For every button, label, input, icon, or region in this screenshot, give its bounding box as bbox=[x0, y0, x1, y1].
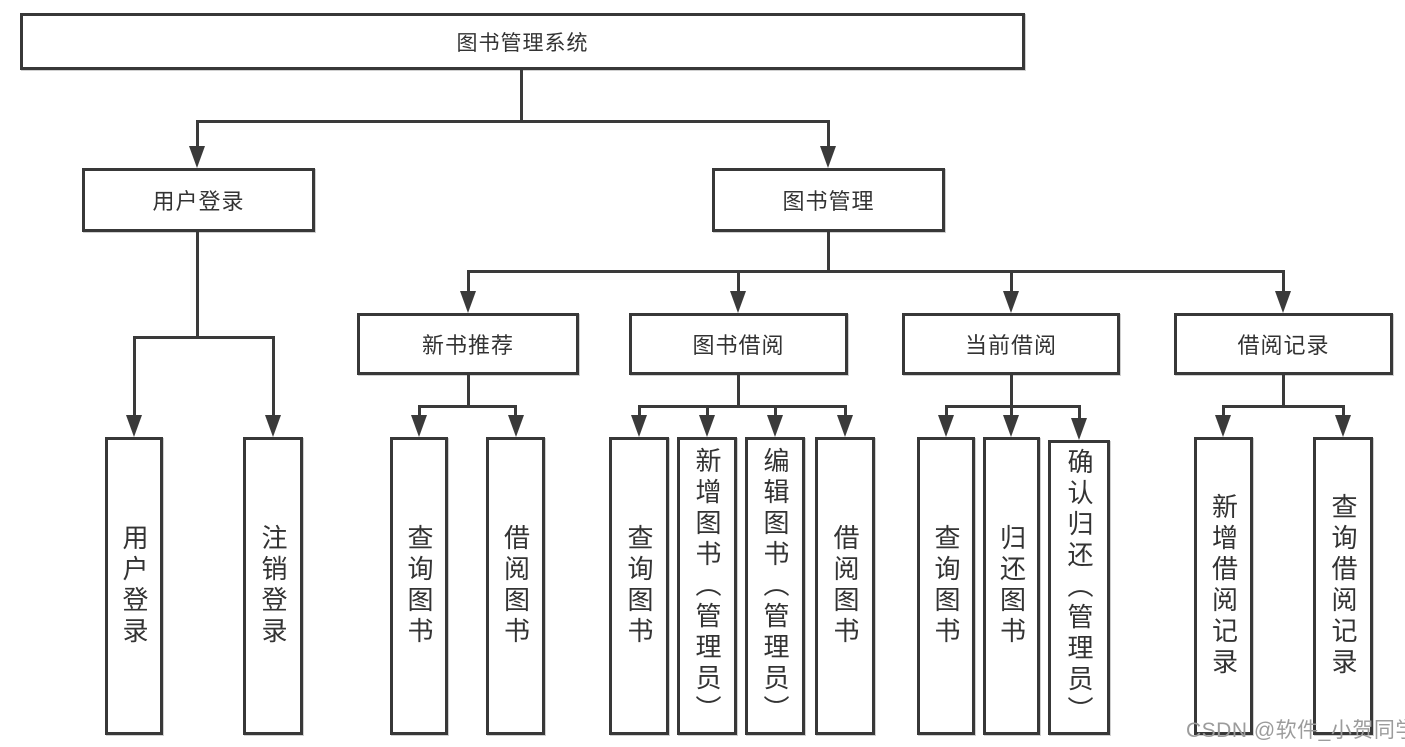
connector-line bbox=[133, 336, 136, 417]
connector-line bbox=[827, 120, 830, 149]
connector-line bbox=[737, 270, 740, 294]
arrow-down-icon bbox=[820, 146, 836, 168]
connector-line bbox=[1010, 375, 1013, 408]
connector-line bbox=[1010, 270, 1013, 294]
leaf-label: 查询图书 bbox=[624, 524, 654, 648]
connector-line bbox=[196, 120, 830, 123]
leaf-cb-return-books: 归还图书 bbox=[983, 437, 1040, 735]
arrow-down-icon bbox=[1215, 415, 1231, 437]
leaf-cb-query-books: 查询图书 bbox=[917, 437, 975, 735]
connector-line bbox=[844, 405, 847, 418]
connector-line bbox=[1010, 405, 1013, 418]
leaf-label: 新增图书（管理员） bbox=[692, 446, 722, 726]
node-borrowing-records: 借阅记录 bbox=[1174, 313, 1393, 375]
node-label: 借阅记录 bbox=[1237, 333, 1330, 358]
leaf-br-add-record: 新增借阅记录 bbox=[1194, 437, 1253, 735]
arrow-down-icon bbox=[265, 415, 281, 437]
connector-line bbox=[1222, 405, 1225, 418]
leaf-bb-edit-books-admin: 编辑图书（管理员） bbox=[745, 437, 805, 735]
node-label: 图书借阅 bbox=[692, 333, 785, 358]
leaf-label: 查询图书 bbox=[404, 524, 434, 648]
connector-line bbox=[418, 405, 517, 408]
arrow-down-icon bbox=[126, 415, 142, 437]
node-root: 图书管理系统 bbox=[20, 13, 1025, 70]
arrow-down-icon bbox=[938, 415, 954, 437]
connector-line bbox=[196, 232, 199, 339]
connector-line bbox=[514, 405, 517, 418]
connector-line bbox=[638, 405, 846, 408]
arrow-down-icon bbox=[508, 415, 524, 437]
leaf-label: 确认归还（管理员） bbox=[1064, 448, 1094, 727]
node-label: 当前借阅 bbox=[964, 333, 1057, 358]
leaf-logout: 注销登录 bbox=[243, 437, 303, 735]
leaf-nb-borrow-books: 借阅图书 bbox=[486, 437, 545, 735]
connector-line bbox=[520, 70, 523, 122]
leaf-label: 借阅图书 bbox=[830, 524, 860, 648]
connector-line bbox=[737, 375, 740, 408]
node-label: 用户登录 bbox=[152, 189, 245, 214]
connector-line bbox=[467, 375, 470, 408]
leaf-bb-query-books: 查询图书 bbox=[609, 437, 669, 735]
connector-line bbox=[1078, 405, 1081, 418]
node-book-management: 图书管理 bbox=[712, 168, 945, 232]
connector-line bbox=[272, 336, 275, 417]
arrow-down-icon bbox=[767, 415, 783, 437]
leaf-label: 编辑图书（管理员） bbox=[760, 446, 790, 726]
arrow-down-icon bbox=[1275, 291, 1291, 313]
leaf-label: 用户登录 bbox=[119, 524, 149, 648]
connector-line bbox=[133, 336, 274, 339]
arrow-down-icon bbox=[631, 415, 647, 437]
leaf-bb-borrow-books: 借阅图书 bbox=[815, 437, 875, 735]
arrow-down-icon bbox=[837, 415, 853, 437]
leaf-cb-confirm-return-admin: 确认归还（管理员） bbox=[1048, 440, 1110, 735]
leaf-bb-add-books-admin: 新增图书（管理员） bbox=[677, 437, 737, 735]
leaf-label: 注销登录 bbox=[258, 524, 288, 648]
connector-line bbox=[706, 405, 709, 418]
arrow-down-icon bbox=[1003, 291, 1019, 313]
leaf-user-login: 用户登录 bbox=[105, 437, 163, 735]
leaf-label: 归还图书 bbox=[996, 524, 1027, 648]
connector-line bbox=[1222, 405, 1344, 408]
connector-line bbox=[1282, 375, 1285, 408]
leaf-label: 查询借阅记录 bbox=[1328, 493, 1358, 679]
watermark: CSDN @软件_小贺同学 bbox=[1186, 719, 1405, 742]
connector-line bbox=[467, 270, 470, 294]
connector-line bbox=[774, 405, 777, 418]
leaf-label: 查询图书 bbox=[931, 524, 961, 648]
arrow-down-icon bbox=[411, 415, 427, 437]
leaf-br-query-record: 查询借阅记录 bbox=[1313, 437, 1373, 735]
connector-line bbox=[196, 120, 199, 149]
connector-line bbox=[467, 270, 1284, 273]
connector-line bbox=[638, 405, 641, 418]
node-user-login: 用户登录 bbox=[82, 168, 315, 232]
connector-line bbox=[1282, 270, 1285, 294]
connector-line bbox=[827, 232, 830, 273]
connector-line bbox=[418, 405, 421, 418]
arrow-down-icon bbox=[189, 146, 205, 168]
connector-line bbox=[1342, 405, 1345, 418]
arrow-down-icon bbox=[460, 291, 476, 313]
arrow-down-icon bbox=[1335, 415, 1351, 437]
arrow-down-icon bbox=[730, 291, 746, 313]
node-label: 新书推荐 bbox=[421, 333, 514, 358]
node-label: 图书管理系统 bbox=[456, 31, 589, 55]
node-new-book-recommend: 新书推荐 bbox=[357, 313, 579, 375]
node-current-borrowing: 当前借阅 bbox=[902, 313, 1120, 375]
node-book-borrowing: 图书借阅 bbox=[629, 313, 848, 375]
arrow-down-icon bbox=[699, 415, 715, 437]
leaf-label: 新增借阅记录 bbox=[1208, 493, 1239, 679]
connector-line bbox=[945, 405, 948, 418]
arrow-down-icon bbox=[1071, 418, 1087, 440]
leaf-label: 借阅图书 bbox=[500, 524, 531, 648]
leaf-nb-query-books: 查询图书 bbox=[390, 437, 448, 735]
node-label: 图书管理 bbox=[782, 189, 875, 214]
arrow-down-icon bbox=[1003, 415, 1019, 437]
